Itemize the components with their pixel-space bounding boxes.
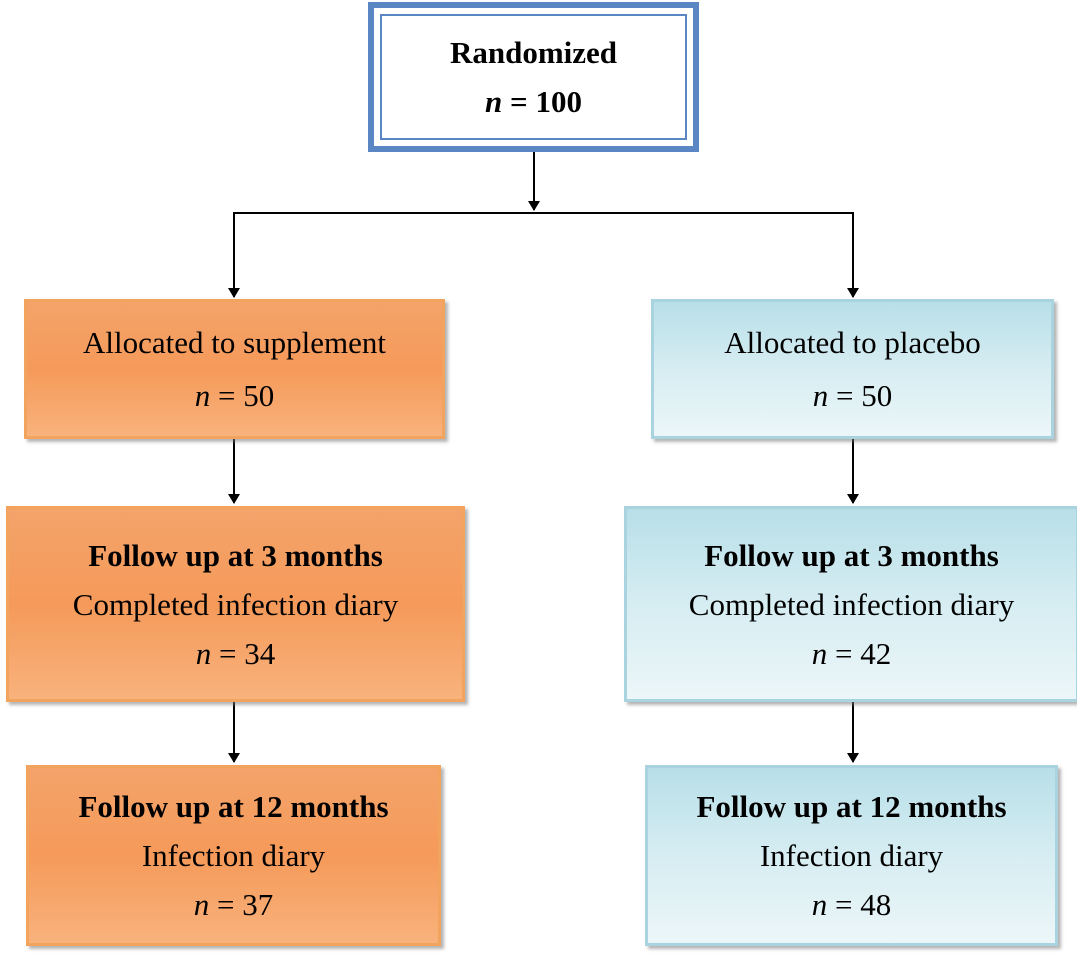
placebo-followup-3-box: Follow up at 3 months Completed infectio… (624, 506, 1077, 702)
supplement-followup-3-box: Follow up at 3 months Completed infectio… (6, 506, 465, 702)
supplement-followup-12-subtitle: Infection diary (141, 838, 326, 873)
supplement-followup-12-count: n = 37 (193, 887, 274, 922)
supplement-followup-12-title: Follow up at 12 months (78, 789, 389, 824)
randomized-count: n = 100 (485, 84, 582, 119)
supplement-followup-12-box: Follow up at 12 months Infection diary n… (26, 765, 441, 946)
placebo-followup-3-subtitle: Completed infection diary (688, 586, 1015, 622)
supplement-allocation-box: Allocated to supplement n = 50 (24, 299, 445, 439)
supplement-allocation-label: Allocated to supplement (82, 325, 387, 360)
placebo-followup-12-box: Follow up at 12 months Infection diary n… (645, 765, 1058, 946)
randomized-title: Randomized (449, 35, 618, 70)
supplement-followup-3-subtitle: Completed infection diary (72, 586, 399, 622)
supplement-followup-3-count: n = 34 (195, 635, 276, 671)
placebo-followup-3-count: n = 42 (811, 635, 892, 671)
placebo-followup-3-title: Follow up at 3 months (704, 537, 999, 573)
placebo-allocation-box: Allocated to placebo n = 50 (651, 299, 1054, 439)
placebo-allocation-label: Allocated to placebo (724, 325, 981, 360)
supplement-followup-3-title: Follow up at 3 months (88, 537, 383, 573)
supplement-allocation-count: n = 50 (194, 378, 275, 413)
randomized-box: Randomized n = 100 (368, 2, 699, 152)
split-line (233, 212, 854, 296)
placebo-followup-12-subtitle: Infection diary (759, 838, 944, 873)
placebo-followup-12-title: Follow up at 12 months (696, 789, 1007, 824)
placebo-followup-12-count: n = 48 (811, 887, 892, 922)
placebo-allocation-count: n = 50 (812, 378, 893, 413)
